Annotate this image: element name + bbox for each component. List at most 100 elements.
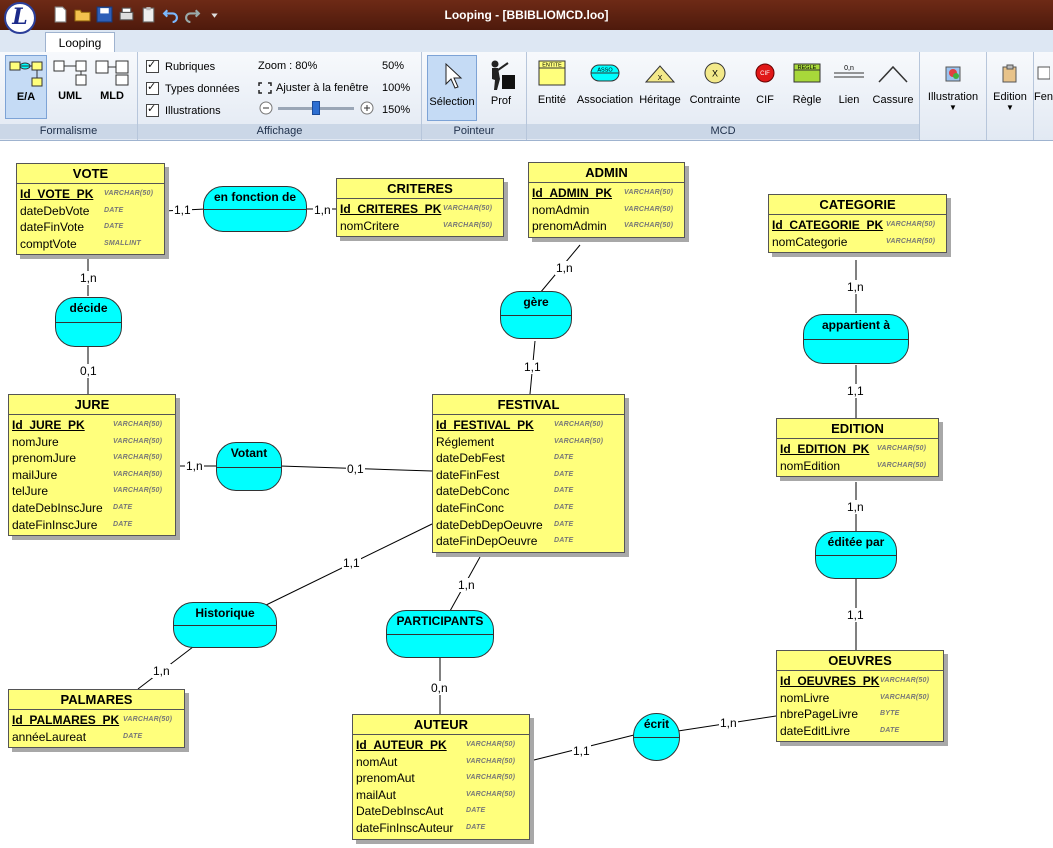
- customize-toolbar-dropdown-icon[interactable]: [206, 6, 223, 23]
- tool-cif-button[interactable]: CIF CIF: [747, 55, 783, 121]
- association-appartient-a[interactable]: appartient à: [803, 314, 909, 364]
- tool-lien-button[interactable]: 0,n Lien: [829, 55, 869, 121]
- cardinality-categorie-appartient[interactable]: 1,n: [846, 280, 865, 294]
- cardinality-oeuvres-editee[interactable]: 1,1: [846, 608, 865, 622]
- types-donnees-checkbox[interactable]: Types données: [146, 80, 240, 95]
- fit-window-button[interactable]: Ajuster à la fenêtre: [258, 82, 368, 94]
- tool-regle-button[interactable]: REGLE Règle: [785, 55, 829, 121]
- ea-formalism-button[interactable]: E/A: [5, 55, 47, 119]
- cardinality-jure-votant[interactable]: 1,n: [185, 459, 204, 473]
- app-logo-icon[interactable]: L: [4, 2, 36, 34]
- cardinality-auteur-ecrit[interactable]: 1,1: [572, 744, 591, 758]
- cardinality-criteres-enfonction[interactable]: 1,n: [313, 203, 332, 217]
- print-icon[interactable]: [118, 6, 135, 23]
- cardinality-vote-decide[interactable]: 1,n: [79, 271, 98, 285]
- cardinality-festival-votant[interactable]: 0,1: [346, 462, 365, 476]
- clipboard-icon[interactable]: [140, 6, 157, 23]
- association-participants[interactable]: PARTICIPANTS: [386, 610, 494, 658]
- tab-looping[interactable]: Looping: [45, 32, 115, 53]
- cardinality-festival-historique[interactable]: 1,1: [342, 556, 361, 570]
- tool-cassure-button[interactable]: Cassure: [869, 55, 917, 121]
- fenetre-dropdown-button[interactable]: Fen: [1034, 55, 1053, 121]
- cardinality-oeuvres-ecrit[interactable]: 1,n: [719, 716, 738, 730]
- association-editee-par[interactable]: éditée par: [815, 531, 897, 579]
- undo-icon[interactable]: [162, 6, 179, 23]
- cardinality-edition-appartient[interactable]: 1,1: [846, 384, 865, 398]
- cardinality-admin-gere[interactable]: 1,n: [555, 261, 574, 275]
- edition-dropdown-button[interactable]: Edition ▼: [987, 55, 1033, 121]
- cardinality-festival-gere[interactable]: 1,1: [523, 360, 542, 374]
- association-en-fonction-de[interactable]: en fonction de: [203, 186, 307, 232]
- zoom-in-icon[interactable]: [360, 101, 374, 115]
- prof-pointer-button[interactable]: Prof: [480, 55, 522, 121]
- cardinality-auteur-participants[interactable]: 0,n: [430, 681, 449, 695]
- cardinality-vote-enfonction[interactable]: 1,1: [173, 203, 192, 217]
- mld-formalism-button[interactable]: MLD: [92, 55, 132, 119]
- diagram-canvas[interactable]: 1,1 1,n 1,n 0,1 1,n 1,1 1,n 1,1 1,n 0,1 …: [0, 141, 1053, 848]
- cardinality-edition-editee[interactable]: 1,n: [846, 500, 865, 514]
- zoom-slider[interactable]: [278, 101, 354, 115]
- zoom-150-button[interactable]: 150%: [382, 104, 411, 116]
- zoom-slider-thumb[interactable]: [312, 101, 320, 115]
- cardinality-festival-participants[interactable]: 1,n: [457, 578, 476, 592]
- association-votant[interactable]: Votant: [216, 442, 282, 491]
- uml-formalism-button[interactable]: UML: [50, 55, 90, 119]
- cardinality-palmares-historique[interactable]: 1,n: [152, 664, 171, 678]
- new-file-icon[interactable]: [52, 6, 69, 23]
- zoom-100-button[interactable]: 100%: [382, 82, 411, 94]
- illustrations-checkbox[interactable]: Illustrations: [146, 102, 221, 117]
- zoom-out-icon[interactable]: [259, 101, 273, 115]
- zoom-50-button[interactable]: 50%: [382, 60, 405, 72]
- tool-contrainte-button[interactable]: X Contrainte: [683, 55, 747, 121]
- selection-pointer-button[interactable]: Sélection: [427, 55, 477, 121]
- cardinality-jure-decide[interactable]: 0,1: [79, 364, 98, 378]
- association-historique[interactable]: Historique: [173, 602, 277, 648]
- rubriques-checkbox[interactable]: Rubriques: [146, 58, 215, 73]
- tool-heritage-button[interactable]: X Héritage: [637, 55, 683, 121]
